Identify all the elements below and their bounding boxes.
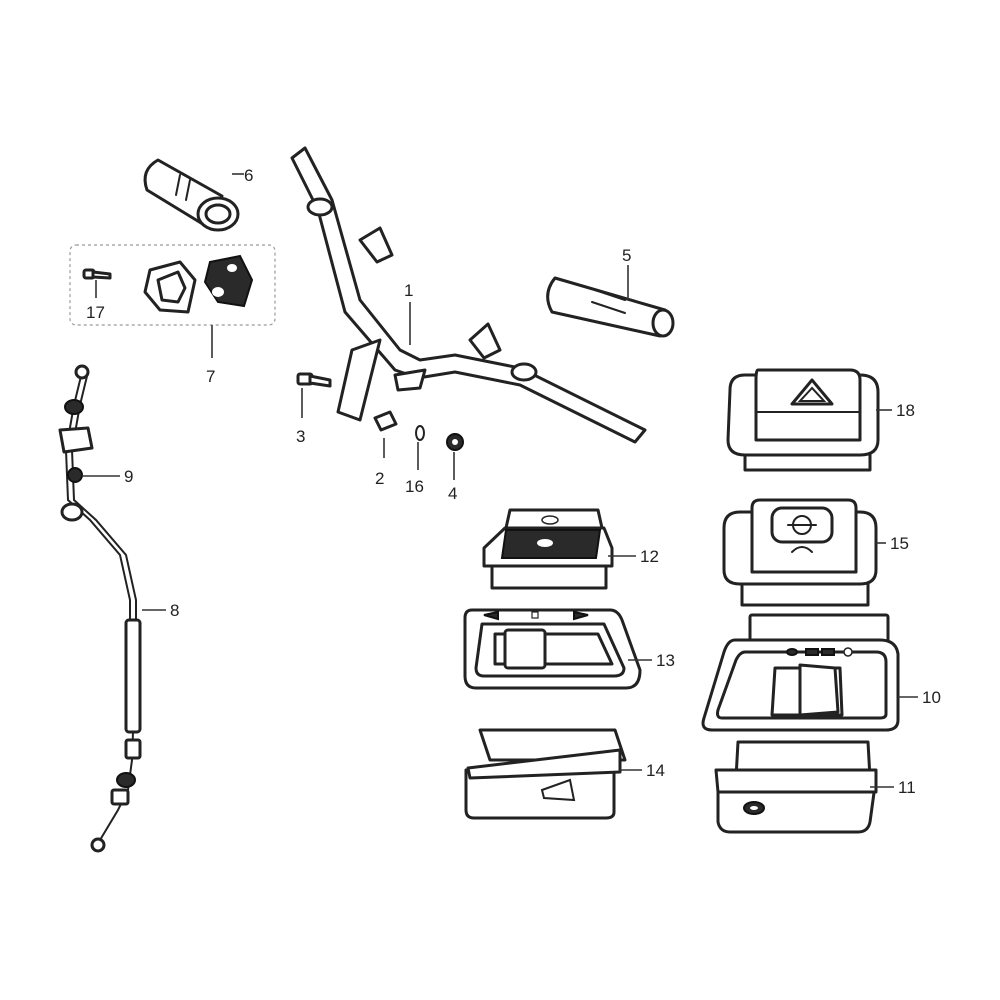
callout-10: 10 — [922, 688, 941, 707]
horn-switch-14 — [464, 728, 627, 820]
callout-14: 14 — [646, 761, 665, 780]
bolt-3 — [296, 372, 332, 388]
left-grip-5 — [546, 276, 675, 338]
callout-12: 12 — [640, 547, 659, 566]
callout-18: 18 — [896, 401, 915, 420]
callout-13: 13 — [656, 651, 675, 670]
clip-16 — [415, 425, 425, 441]
dimmer-switch-10 — [701, 613, 900, 732]
housing-half-right — [203, 254, 254, 308]
turn-signal-switch-13 — [463, 608, 642, 690]
callout-3: 3 — [296, 427, 305, 446]
callout-8: 8 — [170, 601, 179, 620]
hazard-switch-18 — [726, 368, 880, 472]
callout-16: 16 — [405, 477, 424, 496]
small-hardware — [296, 372, 464, 451]
callout-7: 7 — [206, 367, 215, 386]
callout-6: 6 — [244, 166, 253, 185]
callout-2: 2 — [375, 469, 384, 488]
starter-switch-15 — [722, 498, 878, 607]
callout-5: 5 — [622, 246, 631, 265]
throttle-cable-8 — [58, 364, 142, 853]
adjuster-9 — [67, 467, 83, 483]
screw-17 — [82, 268, 112, 280]
throttle-housing-group-7 — [69, 244, 276, 326]
leader-lines — [82, 173, 918, 788]
handlebar — [290, 146, 647, 444]
spacer-2 — [373, 410, 398, 432]
headlight-switch-12 — [482, 508, 614, 590]
callout-15: 15 — [890, 534, 909, 553]
callout-11: 11 — [898, 778, 916, 797]
key-switch-11 — [714, 740, 878, 834]
callout-1: 1 — [404, 281, 413, 300]
callout-labels: 1 2 3 4 5 6 7 8 9 10 11 12 13 14 15 16 1… — [86, 166, 941, 797]
throttle-grip-6 — [143, 158, 240, 232]
callout-17: 17 — [86, 303, 105, 322]
callout-4: 4 — [448, 484, 457, 503]
callout-9: 9 — [124, 467, 133, 486]
